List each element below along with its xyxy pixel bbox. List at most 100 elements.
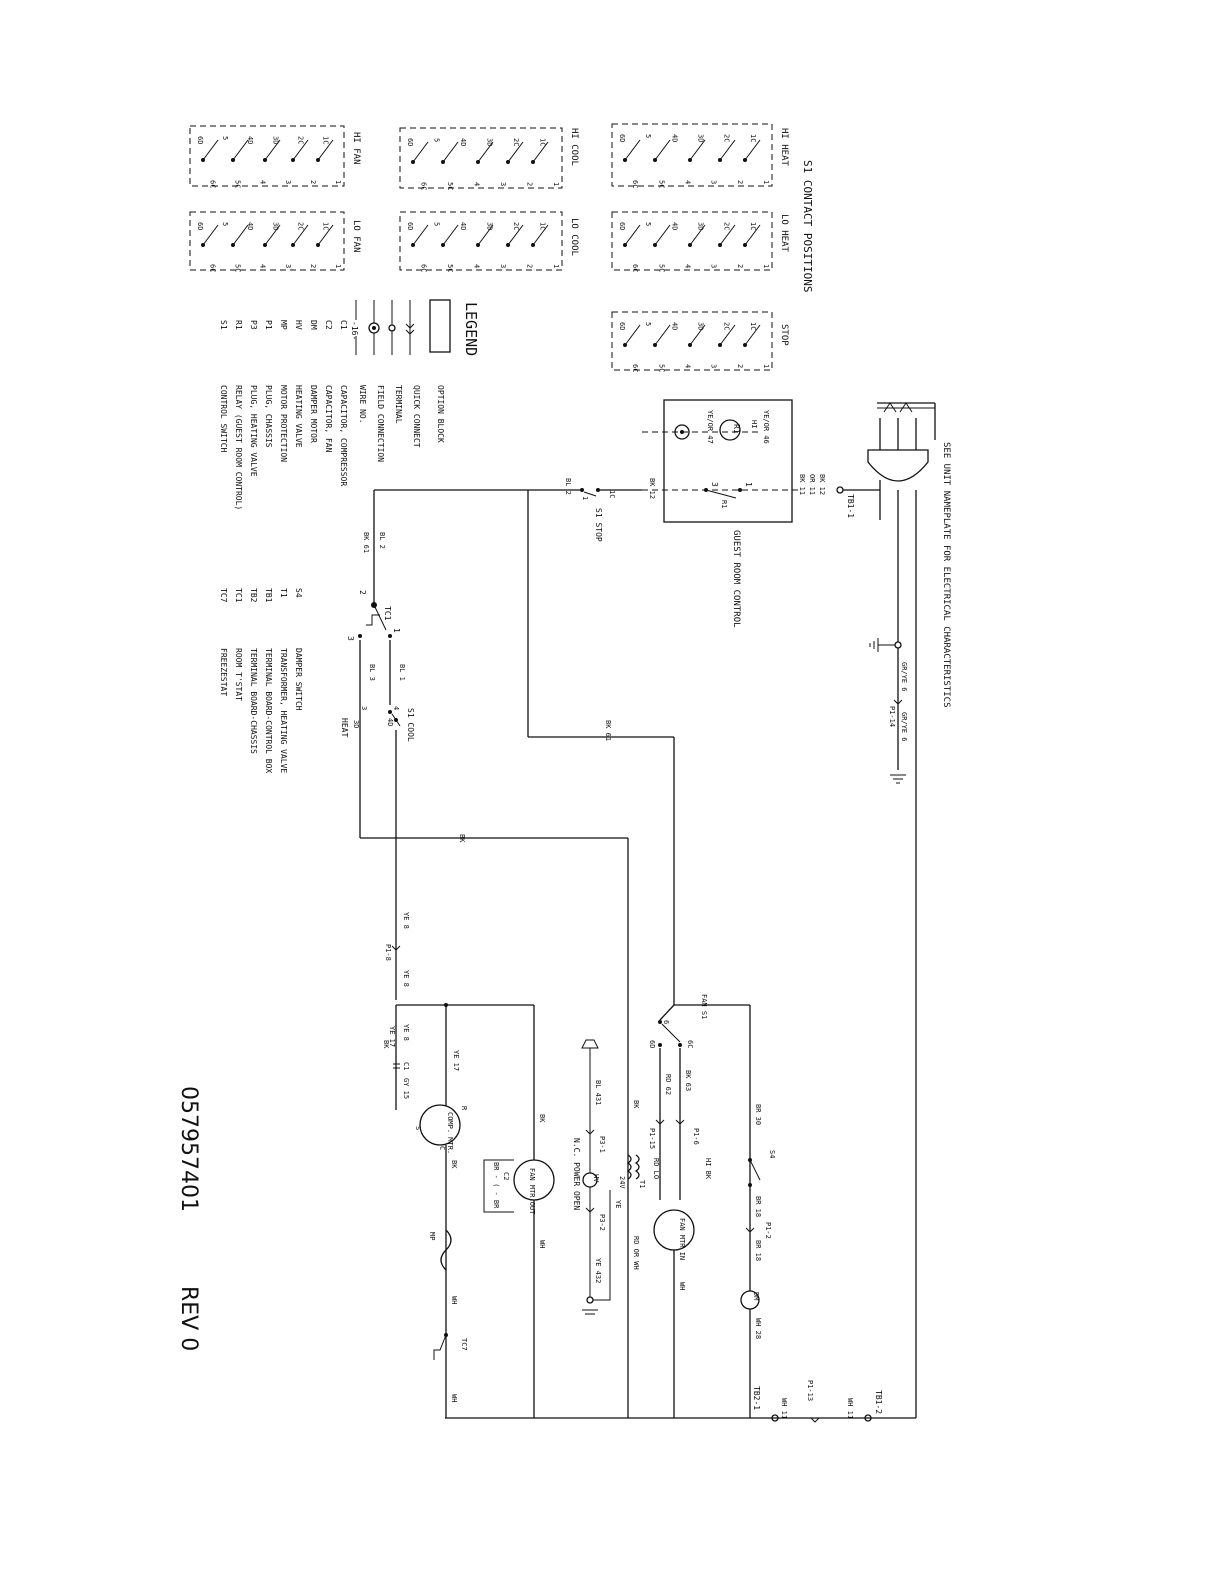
svg-text:CONTROL SWITCH: CONTROL SWITCH (219, 385, 228, 453)
contact-label: 4D (670, 322, 678, 330)
contact-label: 2C (296, 222, 304, 230)
contact-label: 6C (419, 182, 427, 190)
svg-text:HV: HV (294, 320, 303, 330)
svg-text:FAN MTR OUT: FAN MTR OUT (528, 1168, 536, 1215)
svg-text:FIELD CONNECTION: FIELD CONNECTION (376, 385, 385, 462)
legend: LEGEND -16- OPTION BLOCK QUICK CONNECT T… (219, 299, 480, 773)
svg-text:P3-2: P3-2 (598, 1214, 606, 1231)
contact-label: 6D (618, 134, 626, 142)
svg-text:4: 4 (392, 706, 400, 710)
svg-text:C2: C2 (324, 320, 333, 330)
power-cord: SEE UNIT NAMEPLATE FOR ELECTRICAL CHARAC… (752, 402, 951, 1423)
contact-label: 4 (472, 182, 480, 186)
revision: REV 0 (176, 1286, 201, 1351)
label-hi-heat: HI HEAT (779, 128, 789, 167)
svg-text:YE 8: YE 8 (402, 1024, 410, 1041)
contact-label: 3 (710, 264, 718, 268)
svg-text:YE 17: YE 17 (388, 1026, 396, 1047)
svg-text:OR 11: OR 11 (808, 474, 816, 495)
svg-text:P1-14: P1-14 (888, 706, 896, 727)
svg-text:TC1: TC1 (383, 606, 392, 621)
contact-label: 5C (657, 264, 665, 272)
drawing-number: 057957401 (176, 1086, 201, 1212)
svg-text:MP: MP (428, 1232, 436, 1240)
svg-text:WH: WH (538, 1240, 546, 1248)
see-nameplate-note: SEE UNIT NAMEPLATE FOR ELECTRICAL CHARAC… (941, 442, 951, 708)
contact-label: 6D (196, 136, 204, 144)
plug-icon (867, 449, 929, 482)
nc-power-open-label: N.C. POWER OPEN (572, 1138, 581, 1210)
transformer-icon (626, 1154, 640, 1180)
contact-label: 4 (684, 180, 692, 184)
svg-text:R1: R1 (234, 320, 243, 330)
svg-text:DAMPER MOTOR: DAMPER MOTOR (309, 385, 318, 443)
contact-label: 6C (631, 364, 639, 372)
svg-text:BL 3: BL 3 (368, 664, 376, 681)
contact-label: 1C (539, 222, 547, 230)
contact-label: 4D (670, 134, 678, 142)
contact-label: 2C (296, 136, 304, 144)
svg-text:MP: MP (279, 320, 288, 330)
svg-text:DAMPER SWITCH: DAMPER SWITCH (294, 648, 303, 711)
contact-label: 5C (446, 264, 454, 272)
label-hi-cool: HI COOL (569, 128, 579, 166)
svg-text:BL 1: BL 1 (398, 664, 406, 681)
svg-text:RD OR WH: RD OR WH (632, 1236, 640, 1270)
damper-motor-icon (740, 1290, 760, 1310)
contact-label: 2C (723, 322, 731, 330)
svg-text:PLUG, CHASSIS: PLUG, CHASSIS (264, 385, 273, 448)
svg-text:C2: C2 (502, 1172, 510, 1180)
svg-text:BK 61: BK 61 (362, 532, 370, 553)
svg-text:3: 3 (710, 482, 719, 487)
svg-text:3D: 3D (352, 720, 360, 728)
contact-label: 2C (512, 138, 520, 146)
svg-text:S1 COOL: S1 COOL (406, 708, 415, 742)
contact-label: 3D (271, 136, 279, 144)
svg-text:BR 18: BR 18 (754, 1240, 762, 1261)
contact-label: 3D (486, 222, 494, 230)
svg-text:6C: 6C (686, 1040, 694, 1048)
contact-label: 2 (309, 180, 317, 184)
contact-label: 4D (459, 138, 467, 146)
svg-text:YE 432: YE 432 (594, 1258, 602, 1283)
contact-label: 5C (446, 182, 454, 190)
svg-text:R1: R1 (720, 500, 728, 508)
contact-label: 6D (196, 222, 204, 230)
svg-text:QUICK CONNECT: QUICK CONNECT (412, 385, 421, 448)
contact-label: 5C (234, 264, 242, 272)
svg-text:TC1: TC1 (234, 588, 243, 603)
svg-text:TERMINAL BOARD-CHASSIS: TERMINAL BOARD-CHASSIS (249, 648, 258, 754)
option-block-icon (429, 299, 451, 353)
svg-text:WH 11: WH 11 (780, 1398, 788, 1419)
svg-text:GR/YE 6: GR/YE 6 (900, 662, 908, 692)
contact-positions-title: S1 CONTACT POSITIONS (801, 160, 814, 292)
svg-text:R: R (460, 1106, 468, 1111)
svg-text:CAPACITOR, COMPRESSOR: CAPACITOR, COMPRESSOR (339, 385, 348, 486)
contact-label: 1 (334, 180, 342, 184)
contact-label: 5 (221, 136, 229, 140)
contact-label: 4D (246, 136, 254, 144)
svg-text:C1: C1 (339, 320, 348, 330)
svg-text:GR/YE 6: GR/YE 6 (900, 712, 908, 742)
label-stop: STOP (779, 324, 789, 346)
svg-text:BK: BK (382, 1040, 390, 1049)
label-hi-fan: HI FAN (351, 132, 361, 165)
contact-label: 2C (723, 134, 731, 142)
svg-text:1: 1 (581, 496, 589, 500)
svg-text:BR - ( - BR: BR - ( - BR (492, 1162, 500, 1209)
contact-label: 3 (284, 180, 292, 184)
svg-text:6D: 6D (648, 1040, 656, 1048)
contact-label: 3D (271, 222, 279, 230)
svg-text:YE/OR 46: YE/OR 46 (762, 410, 770, 444)
svg-text:BL 431: BL 431 (594, 1080, 602, 1105)
contact-label: 6C (209, 180, 217, 188)
contact-label: 4D (459, 222, 467, 230)
svg-text:WH: WH (450, 1296, 458, 1304)
contact-label: 4 (684, 264, 692, 268)
svg-text:WIRE NO.: WIRE NO. (358, 385, 367, 424)
svg-text:T1: T1 (279, 588, 288, 598)
contact-label: 1 (762, 264, 770, 268)
